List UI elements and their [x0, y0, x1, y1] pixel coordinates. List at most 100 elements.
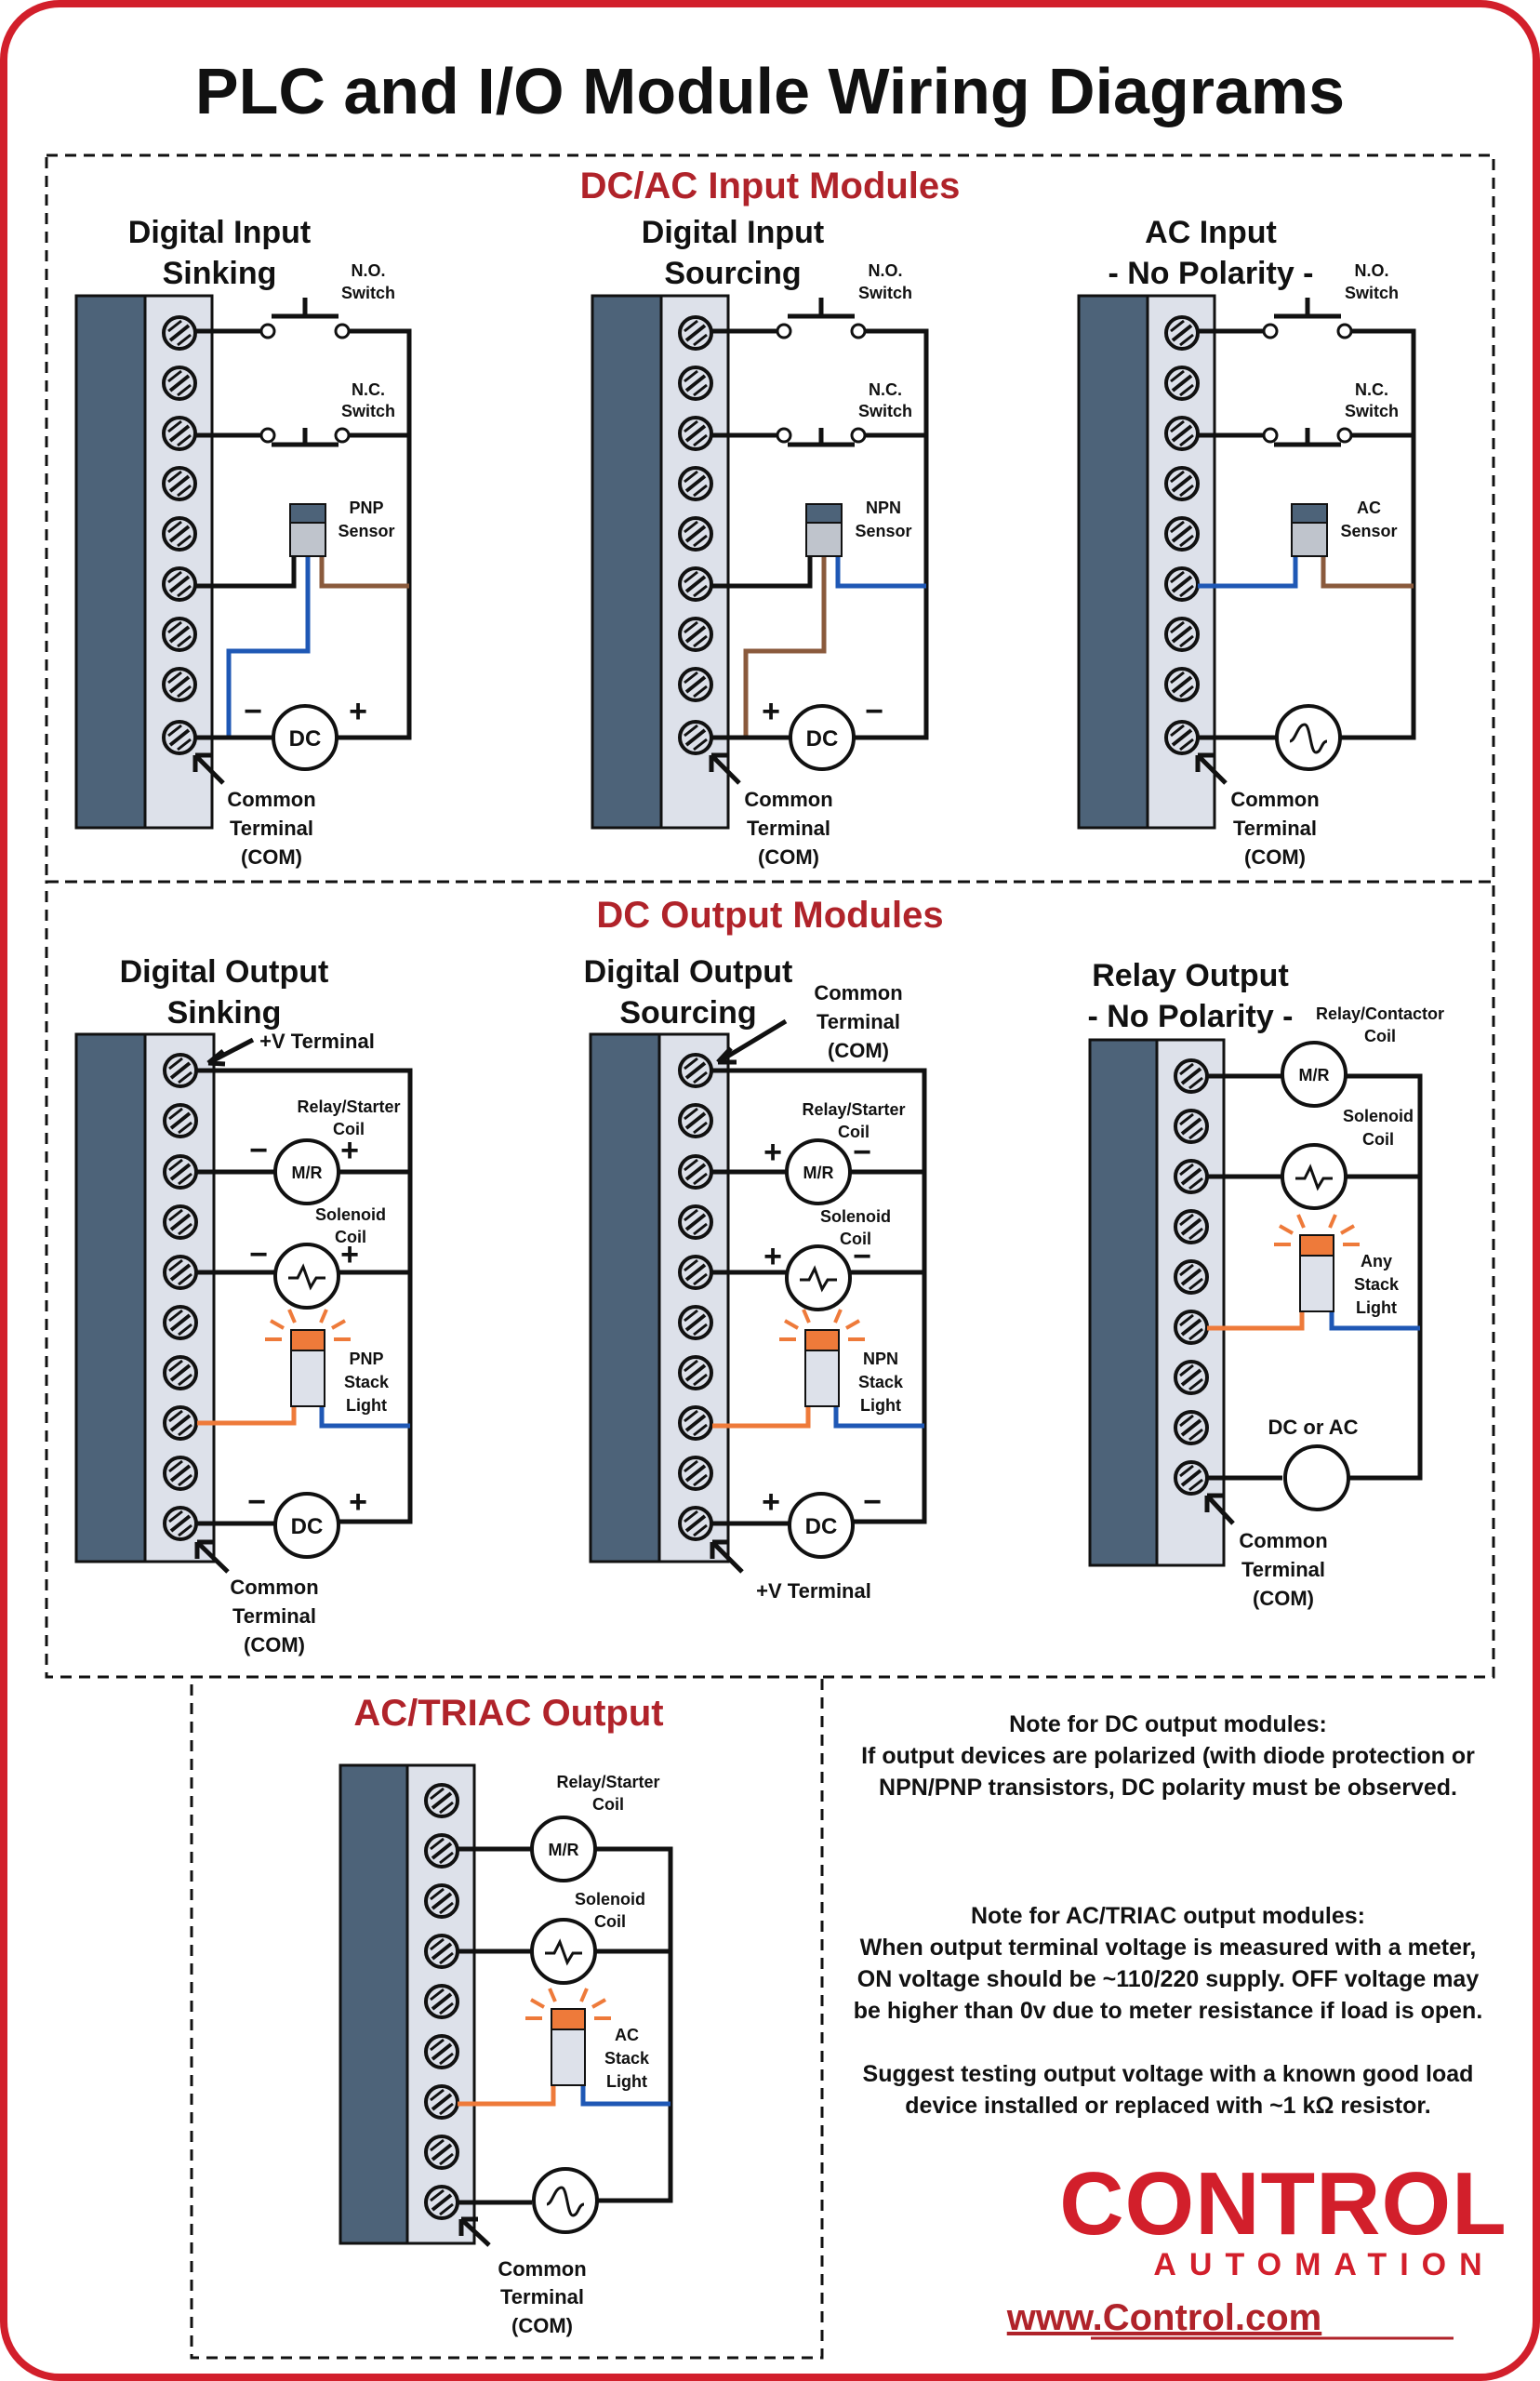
triac-panel: Relay/Starter Coil M/R Solenoid Coil AC …: [339, 1763, 673, 2337]
brand-name: CONTROL: [1059, 2154, 1507, 2254]
panel-title-line2: Sourcing: [664, 256, 801, 291]
brand-tagline: AUTOMATION: [1153, 2247, 1494, 2282]
dc-supply-icon: [272, 704, 339, 771]
input-panel-sourcing: Digital Input Sourcing N.O. Switch N.: [591, 215, 929, 869]
dc-note-heading: Note for DC output modules:: [1009, 1711, 1327, 1737]
com-arrow-icon: [458, 2216, 491, 2247]
com-label-3: (COM): [244, 1633, 305, 1656]
relay-sign-left: +: [763, 1135, 782, 1170]
relay-symbol: M/R: [292, 1164, 323, 1182]
light-label-2: Stack: [344, 1373, 390, 1391]
solenoid-sign-right: +: [340, 1237, 359, 1272]
terminal-screws: [1164, 315, 1200, 755]
relay-label-2: Coil: [838, 1123, 870, 1141]
panel-title-line2: - No Polarity -: [1108, 256, 1313, 291]
no-switch-icon: [1262, 298, 1353, 339]
panel-title-line1: Digital Output: [120, 954, 329, 990]
light-label-1: PNP: [349, 1350, 383, 1368]
dc-supply-label: DC: [806, 726, 839, 752]
solenoid-label-1: Solenoid: [575, 1890, 645, 1909]
terminal-screws: [162, 315, 197, 755]
bottom-terminal-label: +V Terminal: [756, 1579, 871, 1603]
panel-title-line1: Digital Input: [128, 215, 311, 250]
solenoid-label-1: Solenoid: [820, 1207, 891, 1226]
panel-title-line2: Sinking: [163, 256, 277, 291]
light-label-2: Stack: [604, 2049, 650, 2068]
relay-label-2: Coil: [1364, 1027, 1396, 1045]
com-label-2: Terminal: [1241, 1558, 1325, 1581]
light-label-3: Light: [1356, 1298, 1397, 1317]
relay-symbol: M/R: [549, 1841, 579, 1859]
top-label-2: Terminal: [816, 1010, 900, 1033]
output-section-heading: DC Output Modules: [596, 895, 943, 936]
relay-label-2: Coil: [592, 1795, 624, 1814]
com-label-3: (COM): [758, 845, 819, 869]
com-label-1: Common: [498, 2257, 586, 2281]
com-label-2: Terminal: [500, 2285, 584, 2308]
nc-switch-icon: [259, 427, 351, 447]
panel-title-line2: Sinking: [167, 995, 282, 1031]
com-label-3: (COM): [241, 845, 302, 869]
panel-title-line2: - No Polarity -: [1087, 999, 1293, 1034]
com-label-1: Common: [1230, 788, 1319, 811]
no-switch-label-2: Switch: [1345, 284, 1399, 302]
nc-switch-label-2: Switch: [341, 402, 395, 420]
relay-label-2: Coil: [333, 1120, 365, 1138]
solenoid-sign-left: +: [763, 1239, 782, 1274]
top-arrow-icon: [206, 1037, 255, 1067]
ac-sensor-icon: [1291, 503, 1328, 557]
relay-label-1: Relay/Starter: [297, 1097, 400, 1116]
top-label-3: (COM): [828, 1039, 889, 1062]
nc-switch-icon: [1262, 427, 1353, 447]
triac-section-heading: AC/TRIAC Output: [353, 1693, 663, 1734]
light-label-3: Light: [346, 1396, 387, 1415]
light-label-1: NPN: [863, 1350, 898, 1368]
nc-switch-label-2: Switch: [858, 402, 912, 420]
com-arrow-icon: [1195, 752, 1228, 785]
supply-label: DC or AC: [1268, 1416, 1359, 1439]
relay-symbol: M/R: [803, 1164, 834, 1182]
solenoid-label-2: Coil: [594, 1912, 626, 1931]
nc-switch-label-1: N.C.: [869, 380, 902, 399]
top-label-1: Common: [814, 981, 902, 1004]
output-panel-sinking: Digital Output Sinking +V Terminal Relay…: [74, 954, 413, 1656]
relay-coil-icon: [530, 1816, 597, 1882]
sensor-label-1: NPN: [866, 499, 901, 517]
supply-sign-right: +: [349, 1484, 367, 1520]
no-switch-icon: [259, 298, 351, 339]
relay-coil-icon: [785, 1138, 852, 1205]
nc-switch-label-1: N.C.: [352, 380, 385, 399]
dc-supply-label: DC: [289, 726, 322, 752]
light-label-3: Light: [606, 2072, 647, 2091]
relay-symbol: M/R: [1299, 1066, 1330, 1084]
sensor-label-2: Sensor: [1340, 522, 1397, 540]
input-section-box: [45, 153, 1495, 884]
brand-url[interactable]: www.Control.com: [1006, 2297, 1322, 2338]
panel-title-line1: Digital Input: [642, 215, 824, 250]
panel-title-line1: Digital Output: [584, 954, 793, 990]
supply-minus: −: [244, 694, 262, 729]
output-panel-relay: Relay Output - No Polarity - Relay/Conta…: [1087, 958, 1444, 1610]
sensor-label-2: Sensor: [855, 522, 911, 540]
no-switch-label-2: Switch: [341, 284, 395, 302]
sensor-label-1: AC: [1357, 499, 1381, 517]
terminal-screws: [1174, 1058, 1209, 1496]
solenoid-label-2: Coil: [335, 1228, 366, 1246]
light-label-1: AC: [615, 2026, 639, 2044]
module-body: [1088, 1038, 1159, 1567]
nc-switch-label-1: N.C.: [1355, 380, 1388, 399]
com-label-3: (COM): [1244, 845, 1306, 869]
solenoid-label-1: Solenoid: [1343, 1107, 1414, 1125]
module-body: [74, 1032, 147, 1563]
relay-label-1: Relay/Starter: [556, 1773, 659, 1791]
relay-sign-right: −: [853, 1135, 871, 1170]
test-note-line: device installed or replaced with ~1 kΩ …: [905, 2093, 1430, 2119]
ac-note-line: When output terminal voltage is measured…: [860, 1935, 1477, 1961]
solenoid-label-1: Solenoid: [315, 1205, 386, 1224]
com-label-3: (COM): [511, 2314, 573, 2337]
top-terminal-label: +V Terminal: [259, 1030, 375, 1053]
pnp-sensor-icon: [289, 503, 326, 557]
relay-coil-icon: [273, 1138, 340, 1205]
bottom-arrow-icon: [710, 1539, 744, 1574]
